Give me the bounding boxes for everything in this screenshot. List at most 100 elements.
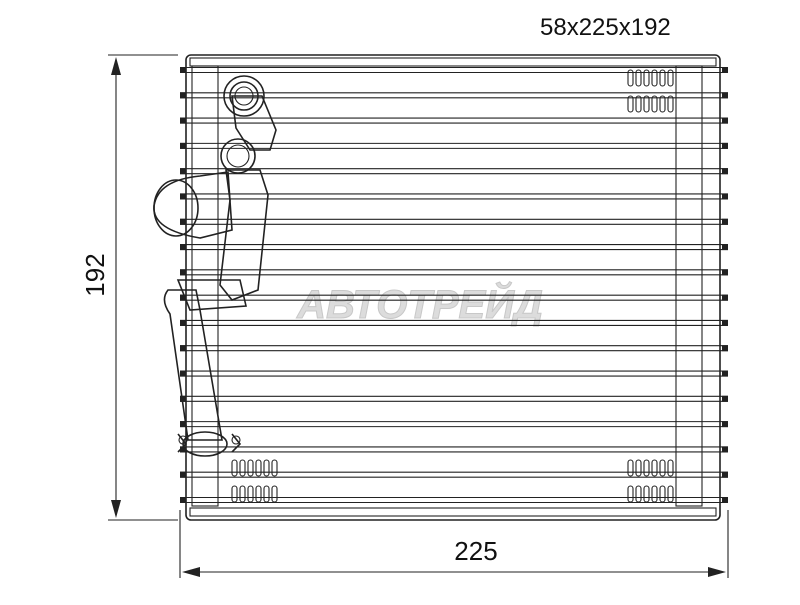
tube-row [180,294,728,301]
fin-cluster [231,485,278,503]
tube-end-cap [180,142,186,149]
lower-pipe-port-inner [226,144,250,168]
fin [239,485,246,503]
upper-pipe-port-inner [229,81,259,111]
fin [643,459,650,477]
fin-cluster [627,69,674,87]
width-dimension: 225 [179,510,729,578]
fin [231,459,238,477]
tube-end-cap [722,269,728,276]
tube-row [180,66,728,74]
fin [667,459,674,477]
fin [659,69,666,87]
tube-end-cap [722,370,728,377]
tube-end-cap [180,345,186,352]
tube-end-cap [180,92,186,99]
tube-end-cap [180,218,186,225]
tube-end-cap [722,168,728,175]
tube-end-cap [180,67,186,73]
fin [651,485,658,503]
refrigerant-pipes [153,75,277,457]
bracket-hole-right [231,435,241,445]
tube-end-cap [180,117,186,124]
fin [651,459,658,477]
right-header [675,65,703,507]
tube-row [180,218,728,225]
fin-cluster [627,95,674,113]
fin [667,95,674,113]
fin [231,485,238,503]
tube-rows [180,66,728,504]
fin-cluster [627,459,674,477]
fin [667,485,674,503]
tube-end-cap [722,218,728,225]
tube-end-cap [180,244,186,251]
tube-row [180,168,728,175]
height-dimension: 192 [80,54,178,521]
fin [659,95,666,113]
fin [643,95,650,113]
tube-end-cap [722,142,728,149]
fin [635,485,642,503]
outlet-pipe [163,289,223,441]
tube-end-cap [722,345,728,352]
tube-row [180,193,728,200]
tube-end-cap [180,269,186,276]
fin [659,485,666,503]
tube-end-cap [180,370,186,377]
width-arrow-left [182,567,200,577]
tube-end-cap [722,319,728,326]
core-frame [185,54,721,521]
tube-row [180,421,728,428]
bottom-plate [189,507,717,517]
fin [659,459,666,477]
left-elbow-end [153,179,199,237]
tube-end-cap [180,168,186,175]
left-elbow-pipe [153,171,233,239]
width-arrow-right [708,567,726,577]
lower-elbow-top [176,279,247,311]
tube-row [180,269,728,276]
tube-end-cap [722,67,728,73]
top-plate [189,57,717,67]
tube-end-cap [180,421,186,428]
tube-end-cap [180,471,186,478]
tube-end-cap [722,193,728,200]
height-arrow-bottom [111,500,121,518]
tube-row [180,319,728,326]
fin [263,459,270,477]
tube-end-cap [722,92,728,99]
fin [255,459,262,477]
fin [627,459,634,477]
tube-end-cap [722,471,728,478]
tube-row [180,117,728,124]
tube-end-cap [180,294,186,301]
fin [263,485,270,503]
fin [643,485,650,503]
tube-row [180,471,728,478]
tube-row [180,142,728,149]
tube-end-cap [180,497,186,503]
height-label: 192 [80,253,110,296]
fin [635,459,642,477]
tube-row [180,496,728,504]
tube-end-cap [722,446,728,453]
fin [271,485,278,503]
fin [667,69,674,87]
tube-end-cap [722,244,728,251]
evaporator-core [185,54,721,521]
tube-end-cap [722,421,728,428]
fin-cluster [231,459,278,477]
tube-row [180,370,728,377]
middle-pipe-segment [219,169,269,301]
upper-pipe-port-bore [234,86,254,106]
bracket-hole-left [178,435,188,445]
dimensions-label: 58x225x192 [540,14,671,41]
tube-end-cap [722,294,728,301]
tube-row [180,345,728,352]
fin [271,459,278,477]
tube-row [180,244,728,251]
tube-end-cap [722,117,728,124]
tube-row [180,446,728,453]
